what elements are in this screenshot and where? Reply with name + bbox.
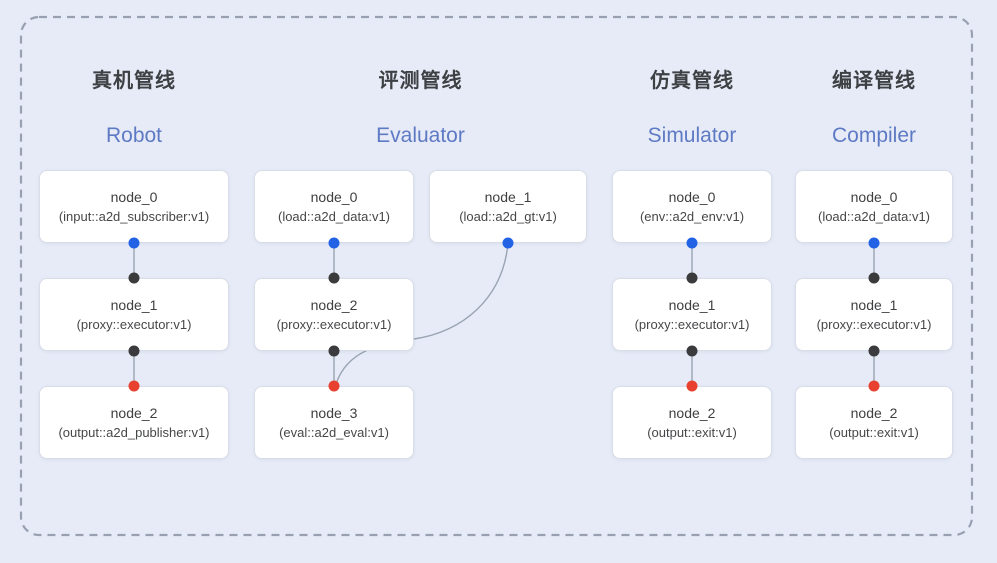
node-box-evaluator-node0: node_0 (load::a2d_data:v1) bbox=[254, 170, 414, 243]
node-box-compiler-node1: node_1 (proxy::executor:v1) bbox=[795, 278, 953, 351]
node-name: node_0 bbox=[850, 188, 898, 205]
node-box-robot-node2: node_2 (output::a2d_publisher:v1) bbox=[39, 386, 229, 459]
pipeline-heading-compiler: 编译管线 Compiler bbox=[795, 64, 953, 164]
pipeline-heading-evaluator: 评测管线 Evaluator bbox=[254, 64, 587, 164]
node-box-evaluator-node3: node_3 (eval::a2d_eval:v1) bbox=[254, 386, 414, 459]
node-type: (proxy::executor:v1) bbox=[276, 316, 392, 332]
node-name: node_2 bbox=[850, 404, 898, 421]
node-name: node_1 bbox=[668, 296, 716, 313]
node-type: (output::exit:v1) bbox=[647, 424, 737, 440]
pipeline-title-en: Evaluator bbox=[376, 124, 465, 147]
pipeline-heading-simulator: 仿真管线 Simulator bbox=[612, 64, 772, 164]
node-name: node_1 bbox=[850, 296, 898, 313]
node-name: node_2 bbox=[310, 296, 358, 313]
node-name: node_2 bbox=[668, 404, 716, 421]
node-type: (proxy::executor:v1) bbox=[816, 316, 932, 332]
node-box-evaluator-node2: node_2 (proxy::executor:v1) bbox=[254, 278, 414, 351]
node-name: node_2 bbox=[110, 404, 158, 421]
node-box-robot-node1: node_1 (proxy::executor:v1) bbox=[39, 278, 229, 351]
pipeline-title-zh: 仿真管线 bbox=[650, 70, 734, 92]
node-box-robot-node0: node_0 (input::a2d_subscriber:v1) bbox=[39, 170, 229, 243]
node-type: (output::exit:v1) bbox=[829, 424, 919, 440]
pipeline-title-en: Simulator bbox=[647, 124, 737, 147]
node-name: node_0 bbox=[668, 188, 716, 205]
node-type: (load::a2d_gt:v1) bbox=[459, 208, 557, 224]
node-type: (output::a2d_publisher:v1) bbox=[58, 424, 210, 440]
node-type: (env::a2d_env:v1) bbox=[639, 208, 745, 224]
node-name: node_1 bbox=[110, 296, 158, 313]
node-name: node_0 bbox=[110, 188, 158, 205]
node-box-compiler-node2: node_2 (output::exit:v1) bbox=[795, 386, 953, 459]
node-type: (input::a2d_subscriber:v1) bbox=[58, 208, 210, 224]
node-type: (load::a2d_data:v1) bbox=[817, 208, 931, 224]
node-box-compiler-node0: node_0 (load::a2d_data:v1) bbox=[795, 170, 953, 243]
node-type: (eval::a2d_eval:v1) bbox=[279, 424, 389, 440]
node-box-simulator-node2: node_2 (output::exit:v1) bbox=[612, 386, 772, 459]
pipeline-title-zh: 编译管线 bbox=[832, 70, 916, 92]
node-name: node_1 bbox=[484, 188, 532, 205]
node-name: node_0 bbox=[310, 188, 358, 205]
node-type: (load::a2d_data:v1) bbox=[277, 208, 391, 224]
pipeline-title-en: Compiler bbox=[831, 124, 917, 147]
node-box-simulator-node1: node_1 (proxy::executor:v1) bbox=[612, 278, 772, 351]
pipeline-title-zh: 评测管线 bbox=[378, 70, 463, 92]
node-box-simulator-node0: node_0 (env::a2d_env:v1) bbox=[612, 170, 772, 243]
pipeline-heading-robot: 真机管线 Robot bbox=[39, 64, 229, 164]
node-box-evaluator-node1: node_1 (load::a2d_gt:v1) bbox=[429, 170, 587, 243]
pipeline-title-zh: 真机管线 bbox=[92, 70, 176, 92]
pipeline-title-en: Robot bbox=[105, 124, 163, 147]
node-type: (proxy::executor:v1) bbox=[76, 316, 192, 332]
node-type: (proxy::executor:v1) bbox=[634, 316, 750, 332]
node-name: node_3 bbox=[310, 404, 358, 421]
